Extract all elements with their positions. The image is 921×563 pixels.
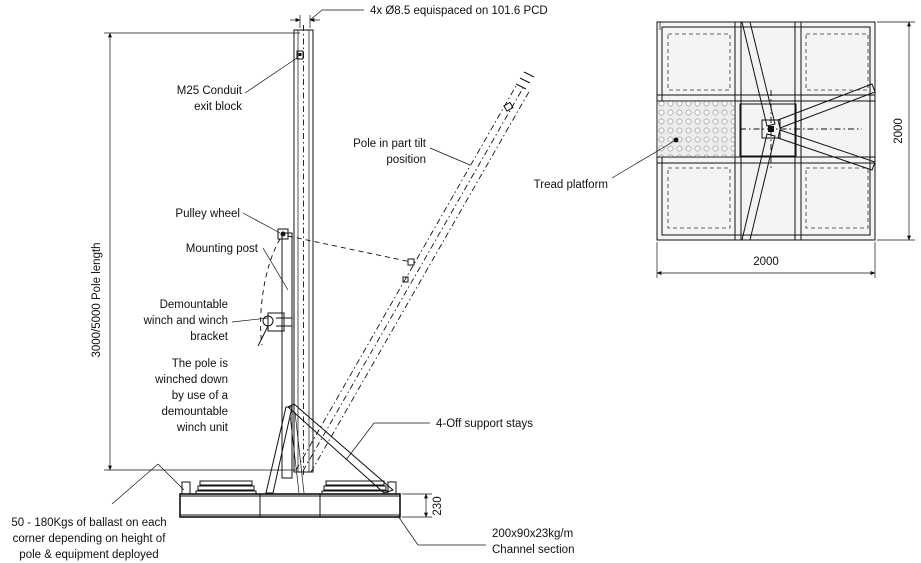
channel-label-1: 200x90x23kg/m [492, 528, 573, 540]
bolt-spec-callout: 4x Ø8.5 equispaced on 101.6 PCD [290, 5, 548, 28]
base-height-dimension: 230 [402, 493, 444, 518]
pulley-wheel-label: Pulley wheel [175, 208, 240, 220]
plan-depth-label: 2000 [893, 118, 905, 144]
plan-view: Tread platform 2000 2000 [534, 21, 915, 278]
conduit-label-1: M25 Conduit [177, 85, 243, 97]
ballast-label-2: corner depending on height of [13, 533, 167, 545]
winched-label-5: winch unit [176, 422, 229, 434]
tilt-label-1: Pole in part tilt [353, 138, 427, 150]
conduit-label-2: exit block [194, 101, 242, 113]
pole-length-label: 3000/5000 Pole length [91, 242, 103, 357]
tilted-pole [295, 71, 535, 473]
mounting-post [260, 228, 293, 479]
winched-label-2: winched down [154, 374, 228, 386]
side-elevation: 3000/5000 Pole length 4x Ø8.5 equispaced… [11, 5, 574, 561]
winched-label-4: demountable [162, 406, 229, 418]
base-height-label: 230 [432, 496, 444, 515]
tilt-label-2: position [386, 154, 426, 166]
ballast-callout: 50 - 180Kgs of ballast on each corner de… [11, 463, 185, 561]
ballast-label-3: pole & equipment deployed [19, 549, 158, 561]
left-callouts: Pulley wheel Mounting post Demountable w… [143, 208, 289, 434]
conduit-callout: M25 Conduit exit block [177, 57, 298, 113]
pulley-wheel [277, 228, 289, 240]
winched-label-3: by use of a [172, 390, 229, 402]
winch-bracket [257, 312, 292, 347]
winched-label-1: The pole is [172, 358, 229, 370]
winch-label-1: Demountable [160, 299, 228, 311]
base-channel [179, 493, 401, 518]
conduit-exit-block [296, 50, 304, 60]
support-stays: 4-Off support stays [265, 403, 533, 494]
channel-label-2: Channel section [492, 544, 574, 556]
bolt-spec-label: 4x Ø8.5 equispaced on 101.6 PCD [370, 5, 548, 17]
tilt-callout: Pole in part tilt position [353, 138, 471, 166]
winch-label-2: winch and winch [143, 315, 228, 327]
mounting-post-label: Mounting post [186, 243, 259, 255]
tread-platform-label: Tread platform [534, 179, 608, 191]
channel-callout: 200x90x23kg/m Channel section [397, 515, 574, 556]
pole-length-dimension: 3000/5000 Pole length [91, 32, 300, 471]
plan-width-label: 2000 [753, 256, 779, 268]
ballast-label-1: 50 - 180Kgs of ballast on each [11, 517, 166, 529]
ballast-weights [181, 480, 397, 495]
winch-cable [287, 235, 412, 263]
support-stays-label: 4-Off support stays [436, 418, 533, 430]
tread-platform [656, 100, 736, 158]
pole [293, 25, 314, 475]
winch-label-3: bracket [190, 331, 229, 343]
